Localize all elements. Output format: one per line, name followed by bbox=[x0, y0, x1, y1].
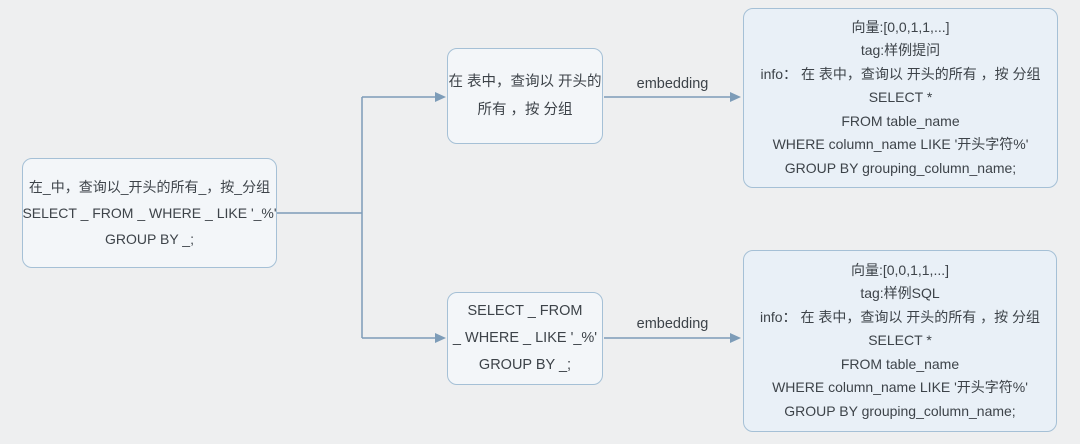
sample-question-line-1: 在 表中，查询以 开头的 bbox=[448, 74, 602, 90]
sql-vector-line-select: SELECT * bbox=[868, 332, 932, 349]
question-vector-line-vector: 向量:[0,0,1,1,...] bbox=[851, 18, 950, 35]
question-vector-line-tag: tag:样例提问 bbox=[860, 42, 941, 59]
sql-vector-line-tag: tag:样例SQL bbox=[860, 285, 940, 302]
sql-vector-line-groupby: GROUP BY grouping_column_name; bbox=[784, 402, 1016, 419]
template-line-sql: SELECT _ FROM _ WHERE _ LIKE '_%' bbox=[22, 205, 277, 221]
sql-vector-line-info: info： 在 表中，查询以 开头的所有 ，按 分组 bbox=[759, 308, 1041, 325]
sample-question-line-2: 所有 ，按 分组 bbox=[477, 102, 573, 118]
arrowhead-embedding-bottom bbox=[730, 333, 741, 343]
question-vector-line-where: WHERE column_name LIKE '开头字符%' bbox=[772, 136, 1029, 153]
sample-sql-line-2: _ WHERE _ LIKE '_%' bbox=[452, 330, 598, 346]
question-vector-line-select: SELECT * bbox=[868, 89, 933, 106]
embedding-label-bottom: embedding bbox=[636, 316, 709, 332]
arrowhead-sample-question bbox=[435, 92, 446, 102]
embedding-label-top: embedding bbox=[636, 76, 709, 92]
sample-sql-line-1: SELECT _ FROM bbox=[467, 303, 583, 319]
sample-question-box: 在 表中，查询以 开头的 所有 ，按 分组 bbox=[447, 48, 603, 144]
question-vector-line-info: info： 在 表中，查询以 开头的所有 ，按 分组 bbox=[760, 65, 1041, 82]
sql-vector-box: 向量:[0,0,1,1,...] tag:样例SQL info： 在 表中，查询… bbox=[743, 250, 1057, 432]
sample-sql-line-3: GROUP BY _; bbox=[478, 357, 572, 373]
question-vector-box: 向量:[0,0,1,1,...] tag:样例提问 info： 在 表中，查询以… bbox=[743, 8, 1058, 188]
arrowhead-sample-sql bbox=[435, 333, 446, 343]
sql-vector-line-vector: 向量:[0,0,1,1,...] bbox=[850, 261, 950, 278]
sample-sql-box: SELECT _ FROM _ WHERE _ LIKE '_%' GROUP … bbox=[447, 292, 603, 385]
question-vector-line-from: FROM table_name bbox=[841, 112, 960, 129]
question-vector-line-groupby: GROUP BY grouping_column_name; bbox=[784, 159, 1017, 176]
arrowhead-embedding-top bbox=[730, 92, 741, 102]
template-line-groupby: GROUP BY _; bbox=[105, 231, 194, 247]
template-line-question: 在_中，查询以_开头的所有_，按_分组 bbox=[28, 179, 271, 195]
sql-vector-line-from: FROM table_name bbox=[840, 355, 960, 372]
template-box: 在_中，查询以_开头的所有_，按_分组 SELECT _ FROM _ WHER… bbox=[22, 158, 277, 268]
sql-vector-line-where: WHERE column_name LIKE '开头字符%' bbox=[772, 379, 1028, 396]
